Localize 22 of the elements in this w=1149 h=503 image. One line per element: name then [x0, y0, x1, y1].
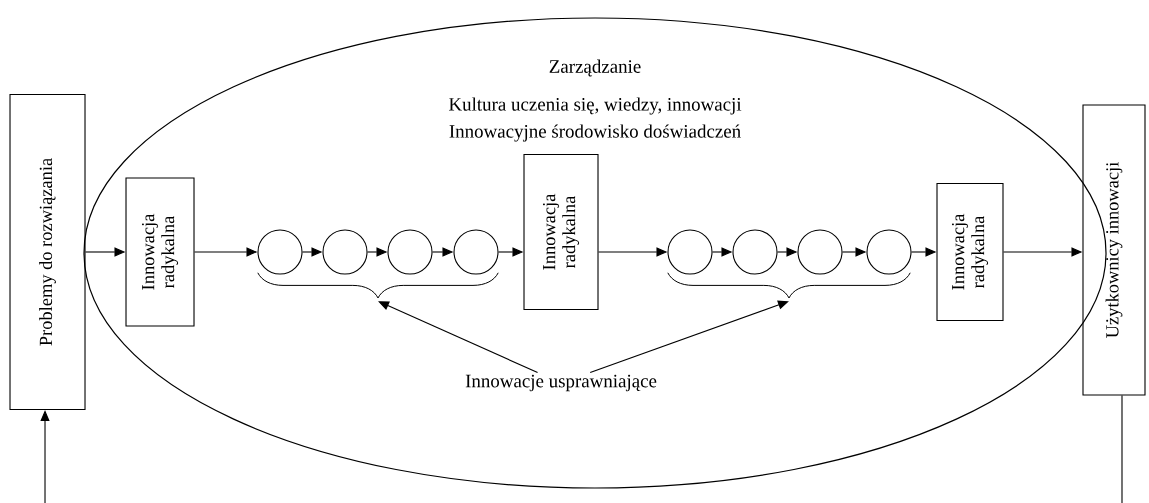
circle [387, 229, 433, 275]
arrow [40, 410, 50, 503]
arrow [589, 300, 789, 374]
arrow [378, 301, 539, 374]
text-box: Innowacja radykalna [936, 182, 1004, 322]
circle [257, 229, 303, 275]
brace [257, 272, 499, 299]
text-box: Innowacja radykalna [125, 177, 195, 327]
text-box: Użytkownicy innowacji [1082, 104, 1146, 396]
circle [322, 229, 368, 275]
circle [866, 229, 912, 275]
text-box: Innowacja radykalna [523, 153, 599, 311]
circle [732, 229, 778, 275]
caption: Innowacje usprawniające [465, 374, 657, 392]
text: Innowacyjne środowisko doświadczeń [449, 124, 741, 142]
circle [667, 229, 713, 275]
heading: Zarządzanie [549, 59, 641, 77]
circle [797, 229, 843, 275]
brace [667, 272, 911, 299]
text-box: Problemy do rozwiązania [9, 93, 86, 411]
circle [453, 229, 499, 275]
text: Kultura uczenia się, wiedzy, innowacji [449, 97, 742, 115]
